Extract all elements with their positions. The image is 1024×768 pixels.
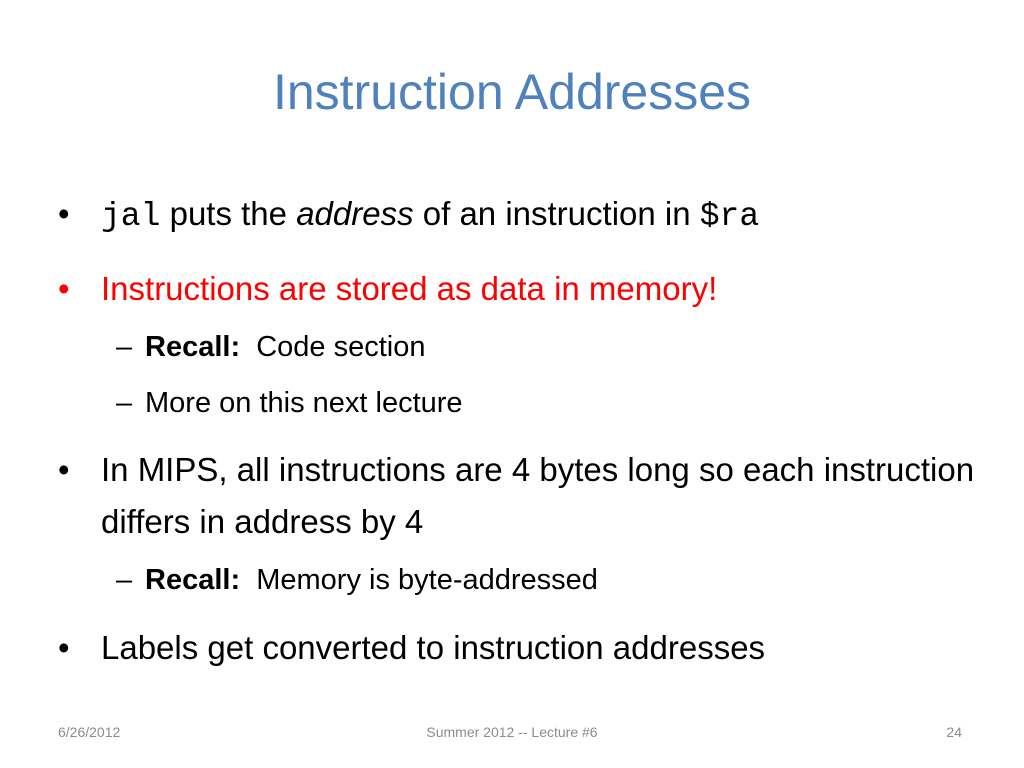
bullet-text: puts the [160, 195, 297, 232]
sub-bullet-recall-code: – Recall: Code section [58, 325, 978, 369]
bullet-mark: • [58, 270, 70, 307]
footer-lecture: Summer 2012 -- Lecture #6 [426, 724, 598, 740]
bullet-mips-bytes: • In MIPS, all instructions are 4 bytes … [58, 444, 978, 548]
sub-bullet-next-lecture: – More on this next lecture [58, 381, 978, 425]
sub-bullet-mark: – [116, 387, 133, 419]
slide-title: Instruction Addresses [272, 64, 752, 120]
sub-bullet-text: Memory is byte-addressed [240, 564, 598, 596]
bullet-text: Labels get converted to instruction addr… [101, 629, 766, 666]
italic-address: address [296, 195, 414, 232]
recall-label: Recall: [145, 331, 241, 363]
slide-content: • jal puts the address of an instruction… [58, 188, 978, 674]
bullet-mark: • [58, 629, 70, 666]
sub-bullet-text: Code section [240, 331, 426, 363]
sub-bullet-mark: – [116, 564, 133, 596]
sub-bullet-recall-memory: – Recall: Memory is byte-addressed [58, 558, 978, 602]
bullet-jal: • jal puts the address of an instruction… [58, 188, 978, 243]
bullet-text: Instructions are stored as data in memor… [101, 270, 718, 307]
footer-date: 6/26/2012 [58, 724, 121, 740]
footer-page-number: 24 [946, 724, 962, 740]
sub-bullet-text: More on this next lecture [145, 387, 463, 419]
bullet-instructions-stored: • Instructions are stored as data in mem… [58, 263, 978, 315]
sub-bullet-mark: – [116, 331, 133, 363]
recall-label: Recall: [145, 564, 241, 596]
bullet-mark: • [58, 195, 70, 232]
code-ra: $ra [699, 198, 760, 235]
bullet-labels: • Labels get converted to instruction ad… [58, 622, 978, 674]
code-jal: jal [101, 198, 161, 235]
bullet-text: In MIPS, all instructions are 4 bytes lo… [101, 451, 975, 540]
bullet-text: of an instruction in [413, 195, 700, 232]
bullet-mark: • [58, 451, 70, 488]
